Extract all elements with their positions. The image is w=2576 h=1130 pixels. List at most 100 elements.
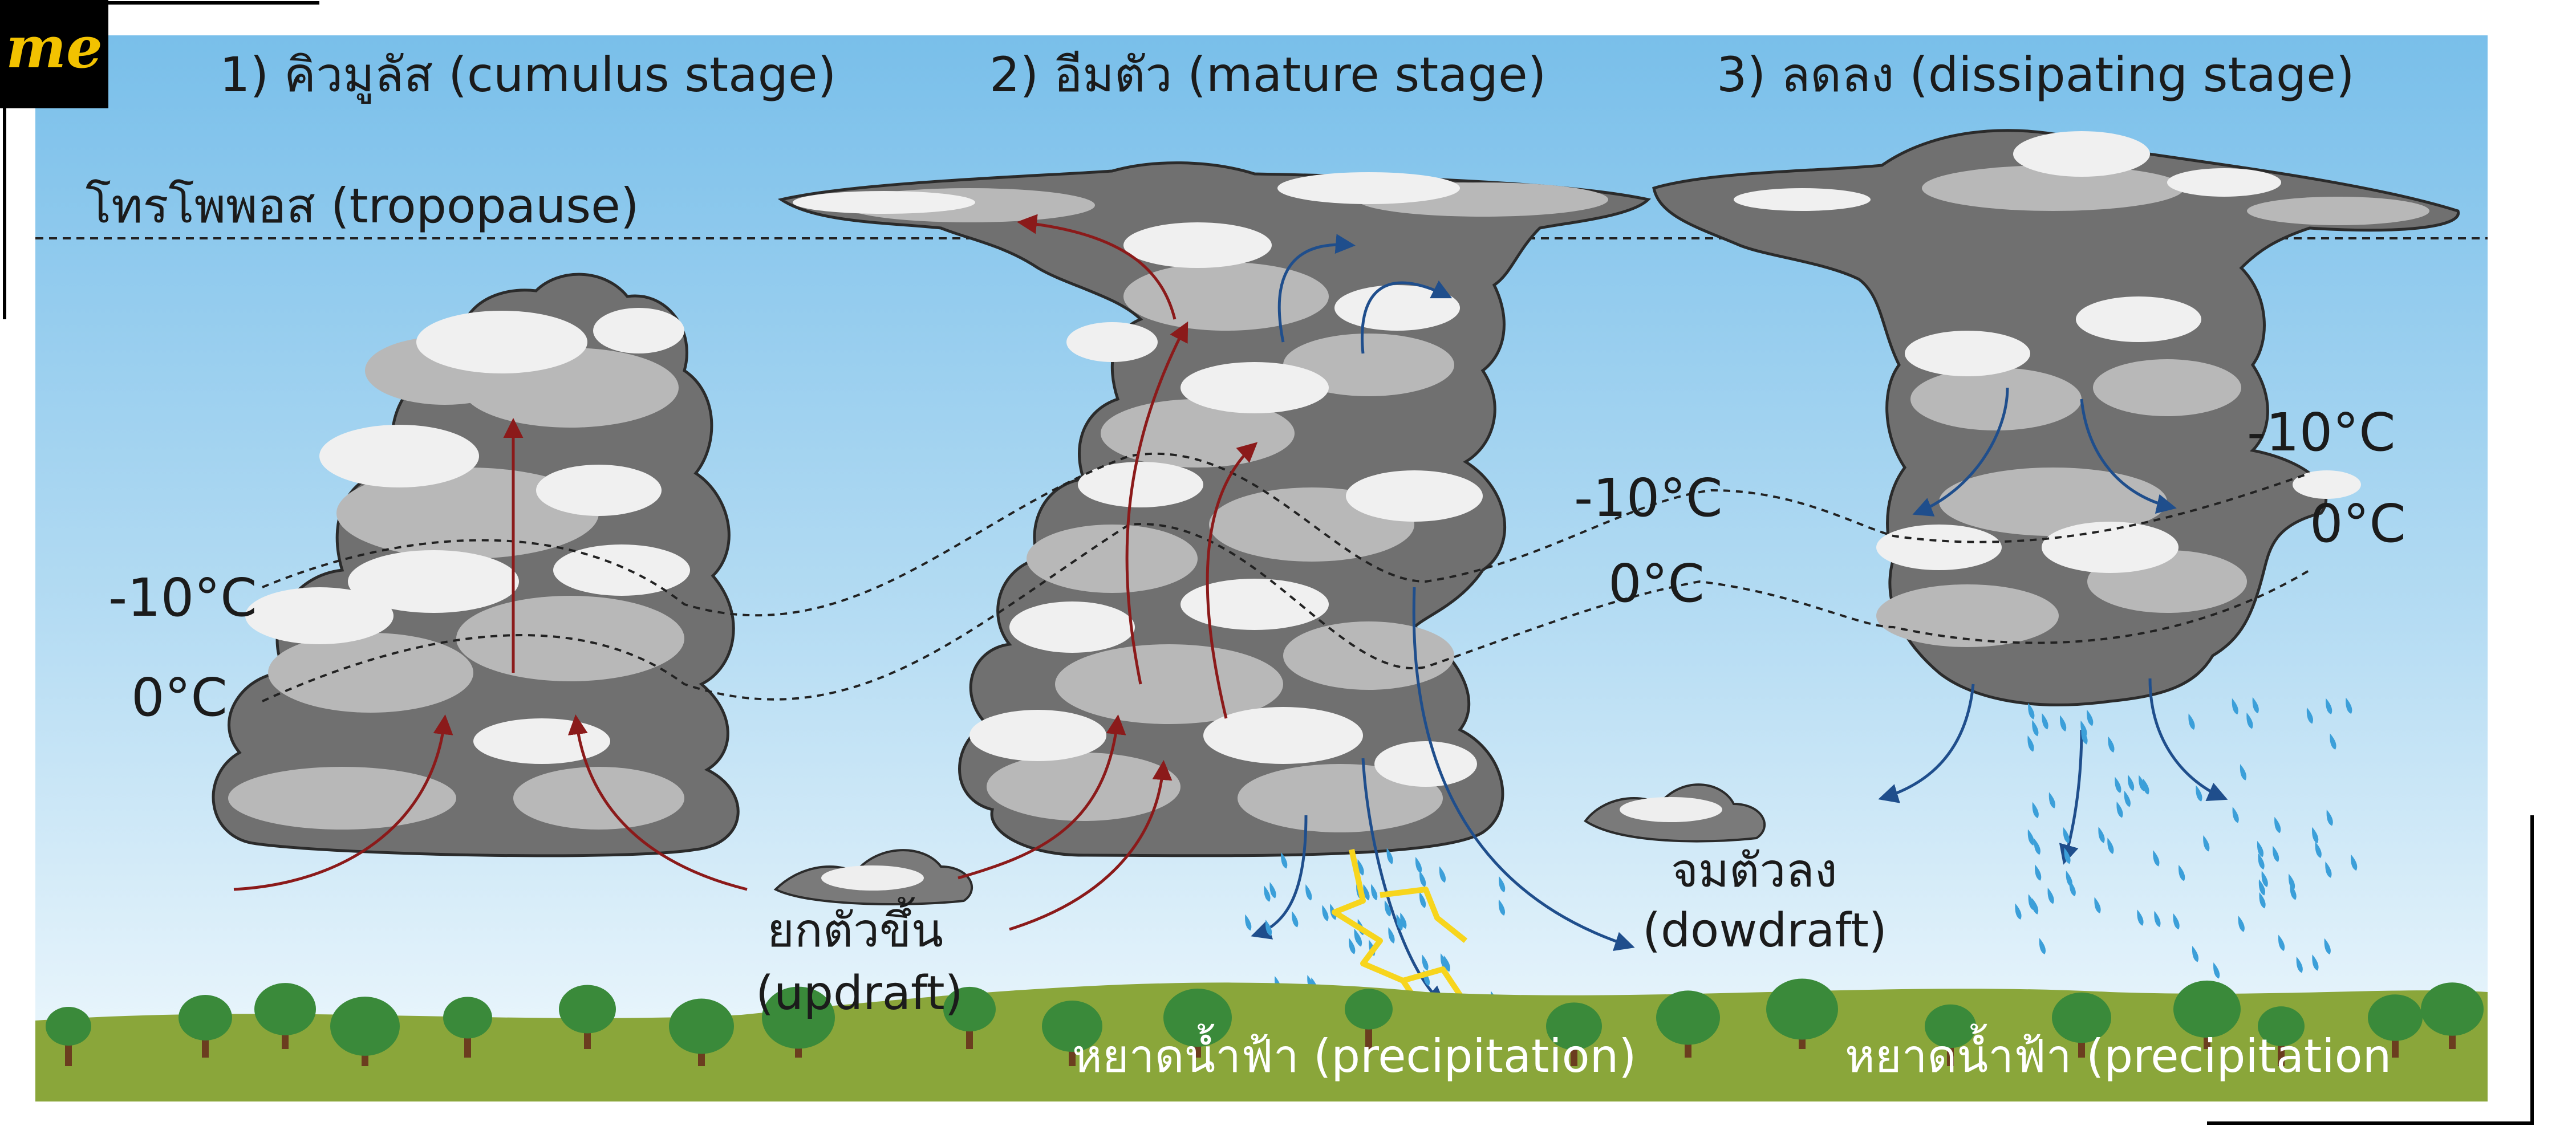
tree-crown [46,1007,91,1046]
tree-crown [1042,1000,1102,1052]
rain-drop [2274,816,2281,834]
updraft-arrow [567,714,748,891]
updraft-arrow [1125,321,1188,685]
rain-drop [2232,698,2238,715]
rain-drop [2027,829,2034,846]
tree-crown [443,997,492,1039]
rain-drop [2258,853,2265,870]
rain-drop [2312,827,2319,844]
tree-crown [559,985,616,1034]
downdraft-label-thai: จมตัวลง [1671,844,1837,898]
rain-drop [2326,698,2332,715]
rain-drop [2330,733,2336,750]
rain-drop [2326,809,2333,826]
rain-drop [1322,905,1329,921]
downdraft-arrows [1251,234,2228,1006]
rain-drop [1422,954,1429,971]
stage-title-dissipating: 3) ลดลง (dissipating stage) [1717,47,2355,103]
rain-drop [2066,871,2072,887]
rain-drop [2324,938,2331,955]
rain-drop [1415,856,1422,873]
rain-drop [2278,934,2285,951]
updraft-arrow [233,714,453,891]
rain-drop [2048,792,2055,808]
rain-drop [2252,697,2259,714]
rain-drop [2312,954,2319,971]
updraft-arrow [1206,442,1258,719]
rain-drop [2153,850,2160,867]
rain-drop [2261,871,2268,888]
tropopause-label: โทรโพพอส (tropopause) [86,178,639,234]
small-cloud-updraft [773,849,973,905]
rain-drop [2039,938,2046,954]
rain-drop [1440,953,1447,970]
rain-drop [1264,885,1271,902]
downdraft-arrow [1412,587,1635,952]
rain-drop [2351,854,2358,871]
rain-drop [2115,777,2121,794]
rain-drop [2246,712,2253,729]
downdraft-arrow [1912,387,2009,517]
rain-drop [2139,775,2145,791]
downdraft-arrow [1361,758,1446,1006]
rain-drop [2258,879,2266,896]
tree-crown [1345,989,1393,1030]
rain-drop [2213,962,2220,979]
stage-title-cumulus: 1) คิวมูลัส (cumulus stage) [220,47,836,104]
rain-drop [2273,846,2279,863]
precipitation-label-dissipating: หยาดน้ำฟ้า (precipitation [1845,1023,2391,1083]
rain-drop [2098,827,2105,843]
rain-drop [1400,912,1407,929]
rain-drop [1419,892,1426,908]
tree-crown [1546,1002,1602,1050]
dissipating-cloud [1652,129,2460,706]
rain-drop [2203,835,2210,852]
temp-label-dissipating-zero: 0°C [2310,493,2406,554]
small-cloud-downdraft [1584,783,1766,843]
tree-crown [2368,994,2423,1041]
rain-drop [2042,713,2048,730]
rain-drop [2015,903,2022,920]
rain-drop [2259,892,2266,909]
rain-drop [1349,938,1356,954]
rain-drop [2035,864,2042,881]
rain-drop [2047,887,2054,904]
rain-drop [2087,709,2094,726]
rain-drop [1388,927,1395,944]
rain-drop [2108,736,2115,753]
rain-drop [2173,913,2180,930]
rain-drop [2240,764,2247,781]
rain-drop [1265,920,1272,936]
rain-drop [1269,882,1276,899]
rain-drop [2346,697,2352,714]
rain-drop [1305,884,1312,901]
rain-drop [2034,838,2040,855]
rain-drop [2232,807,2239,823]
rain-drop [2127,774,2135,791]
updraft-arrow [958,714,1126,880]
rain-drop [2064,847,2071,864]
rain-drop [1396,914,1403,930]
rain-drop [1384,900,1392,917]
tree-crown [669,998,734,1054]
rain-drop [1386,848,1393,864]
downdraft-arrow [2080,399,2177,514]
temp-label-mature-zero: 0°C [1608,553,1705,614]
logo: me [0,0,108,108]
rain-drop [2107,838,2114,854]
rain-drop [2257,840,2264,857]
rain-drop [2288,873,2295,890]
tree-crown [1163,989,1232,1047]
rain-drop [1439,866,1446,883]
downdraft-arrow [1277,234,1356,343]
downdraft-arrow [2059,729,2083,865]
isoline-zero [262,523,2311,702]
rain-drop [1498,899,1506,916]
rain-drop [2325,861,2332,878]
rain-drop [2192,945,2199,962]
rain-drop [1499,876,1506,893]
rain-drop [2238,916,2245,932]
downdraft-arrow [2148,678,2228,802]
rain-drop [2094,897,2101,913]
